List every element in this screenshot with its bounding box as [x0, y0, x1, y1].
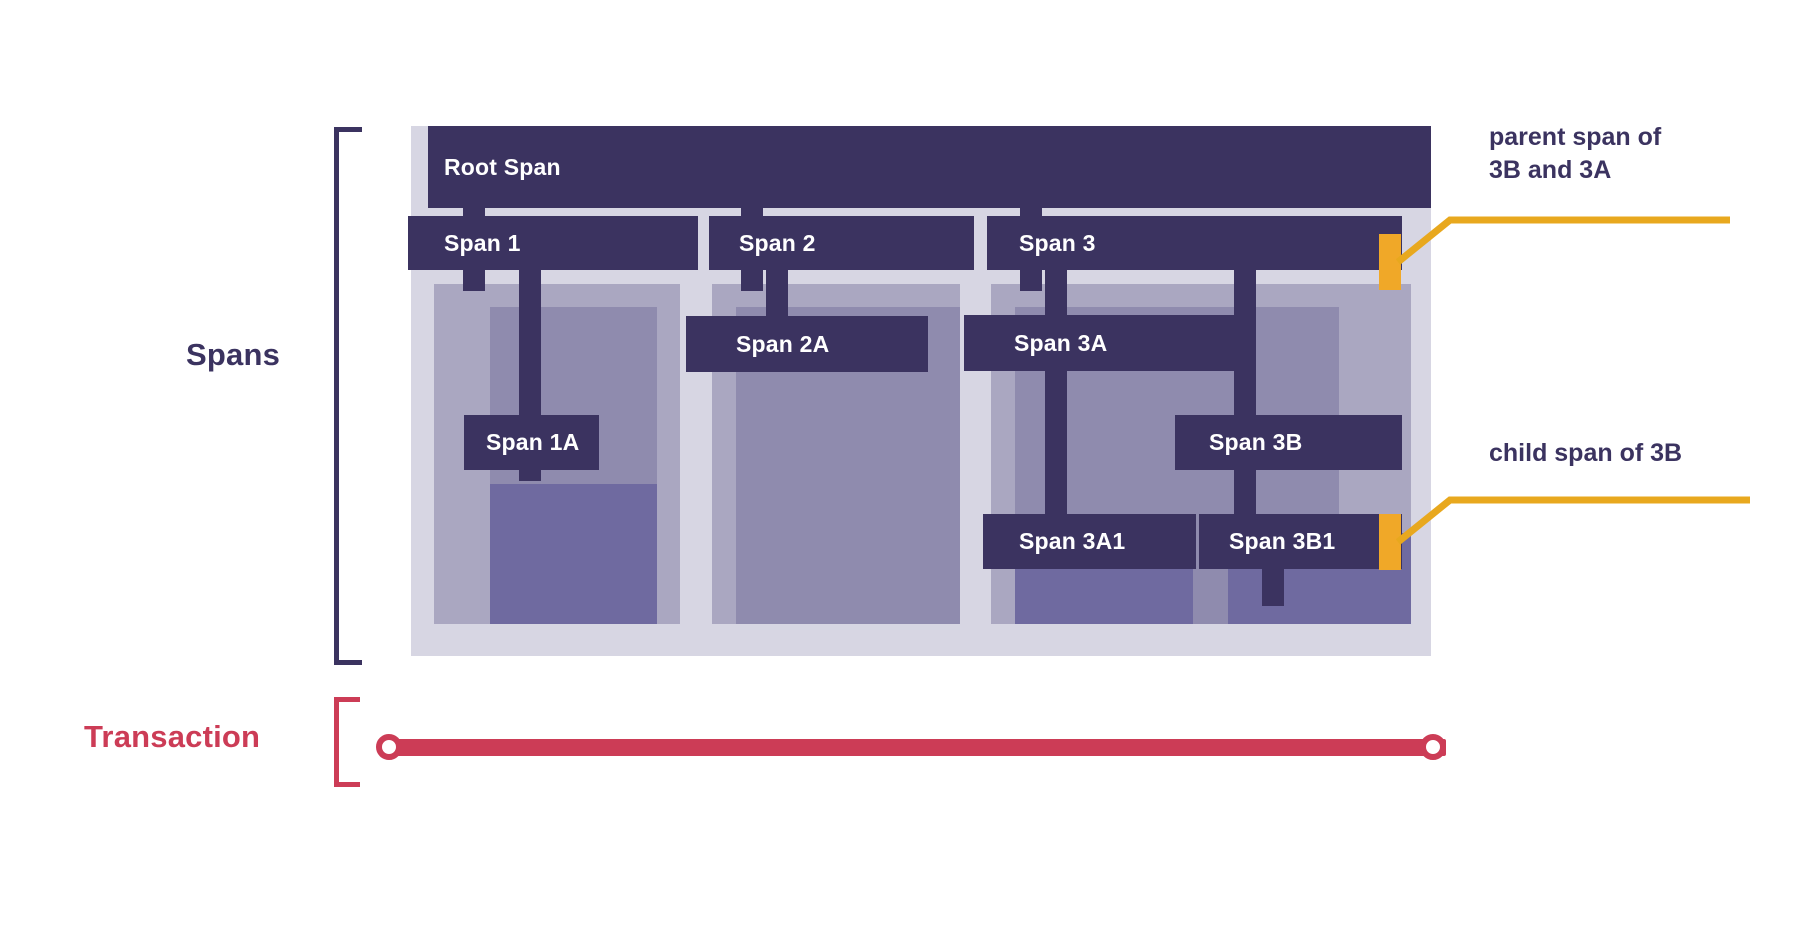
transaction-bracket — [334, 697, 360, 787]
bracket-bottom-arm — [334, 782, 360, 787]
highlight-marker-child-span — [1379, 514, 1401, 570]
annotation-child-span: child span of 3B — [1489, 439, 1683, 467]
span-bar-span-3a[interactable]: Span 3A — [964, 315, 1253, 371]
span-bar-span-1[interactable]: Span 1 — [408, 216, 698, 270]
span-bar-span-3a1[interactable]: Span 3A1 — [983, 514, 1196, 569]
span-bar-span-1a[interactable]: Span 1A — [464, 415, 599, 470]
transaction-end-marker[interactable] — [1420, 734, 1446, 760]
span-label-root: Root Span — [444, 153, 561, 180]
annotation-parent-span: parent span of 3B and 3A — [1489, 123, 1662, 184]
transaction-start-marker[interactable] — [376, 734, 402, 760]
span-label-span-1: Span 1 — [444, 229, 521, 256]
bracket-vertical — [334, 697, 339, 787]
span-label-span-3a: Span 3A — [1014, 329, 1108, 356]
spans-panel: Root Span Span 1 Span 1A Span 2 Span 2A … — [408, 126, 1431, 656]
span-label-span-1a: Span 1A — [486, 429, 580, 455]
connector-span3a-to-span3a1 — [1045, 349, 1067, 539]
span-label-span-3b: Span 3B — [1209, 429, 1303, 455]
span-bar-span-3b1[interactable]: Span 3B1 — [1199, 514, 1402, 569]
spans-group-label: Spans — [186, 337, 281, 372]
bracket-bottom-arm — [334, 660, 362, 665]
span-bar-span-2a[interactable]: Span 2A — [686, 316, 928, 372]
leader-line-child-span — [1395, 496, 1750, 545]
span-label-span-2a: Span 2A — [736, 330, 830, 357]
span-label-span-3a1: Span 3A1 — [1019, 528, 1126, 554]
leader-line-parent-span — [1395, 216, 1730, 265]
transaction-group-label: Transaction — [84, 719, 261, 754]
span-bar-span-3b[interactable]: Span 3B — [1175, 415, 1402, 470]
bracket-vertical — [334, 127, 339, 665]
span-bar-span-3[interactable]: Span 3 — [987, 216, 1402, 270]
highlight-marker-parent-span — [1379, 234, 1401, 290]
span-label-span-3: Span 3 — [1019, 229, 1096, 256]
connector-span3-to-span3b — [1234, 266, 1256, 556]
bracket-top-arm — [334, 697, 360, 702]
bracket-top-arm — [334, 127, 362, 132]
span-bar-root[interactable]: Root Span — [428, 126, 1431, 208]
transaction-duration-bar[interactable] — [388, 739, 1446, 756]
spans-bracket — [334, 127, 362, 665]
span-1a-child-body — [490, 484, 657, 624]
span-bar-span-2[interactable]: Span 2 — [709, 216, 974, 270]
span-label-span-3b1: Span 3B1 — [1229, 528, 1336, 554]
span-label-span-2: Span 2 — [739, 229, 816, 256]
